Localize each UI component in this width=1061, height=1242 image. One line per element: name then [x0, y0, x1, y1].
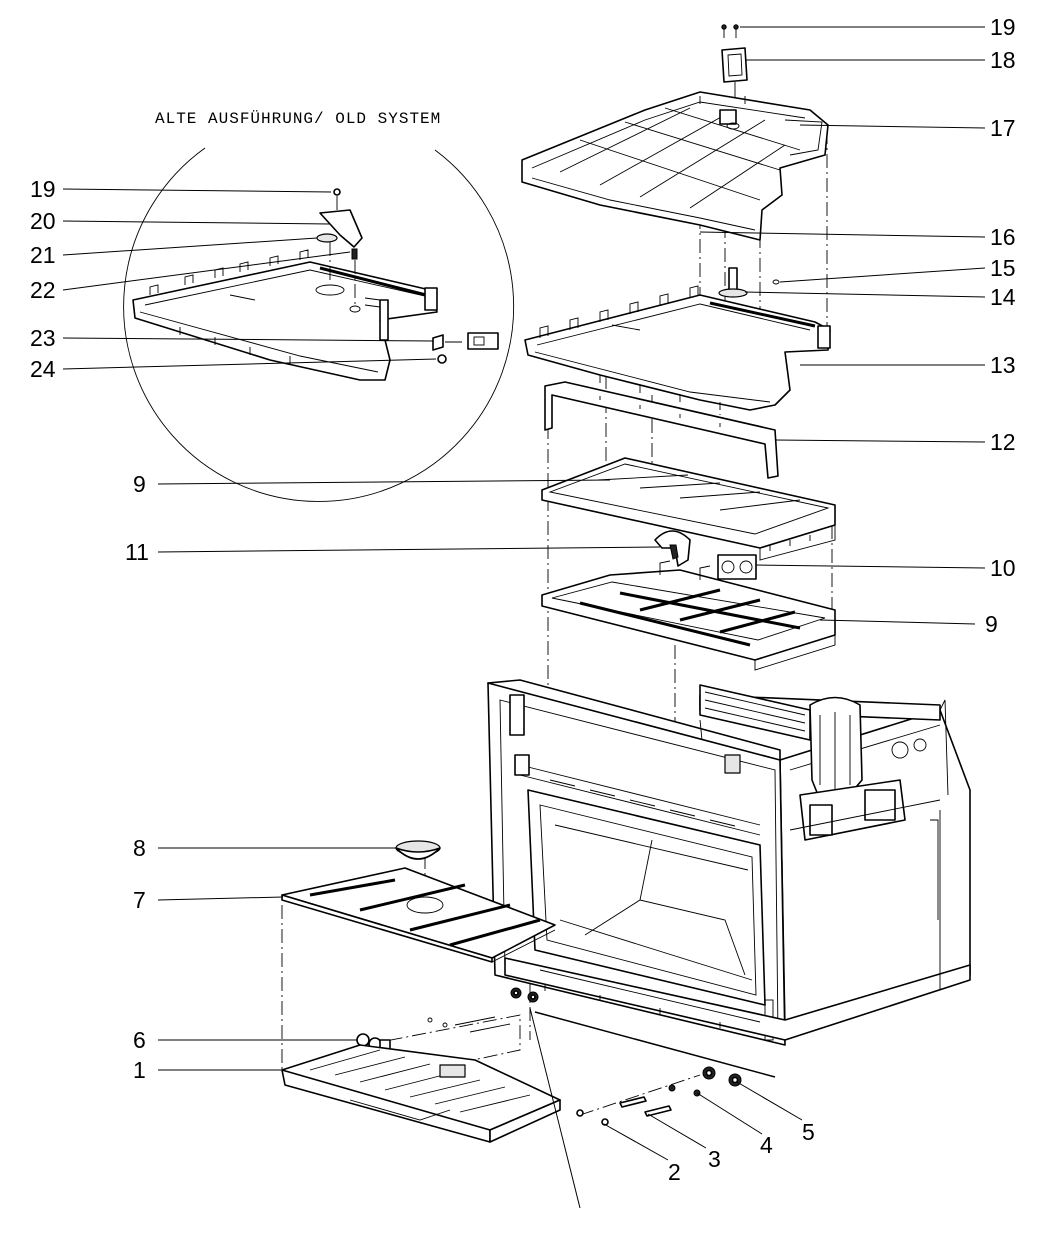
label-9-bottom: 9: [985, 611, 998, 637]
part-7-door: [281, 867, 556, 963]
part-15-screw: [772, 279, 780, 285]
inset-small-parts: [316, 188, 499, 364]
label-18: 18: [990, 47, 1016, 73]
label-16: 16: [990, 224, 1016, 250]
leader-lines: [157, 26, 986, 1161]
part-11-clip: [654, 530, 691, 567]
inset-label-21: 21: [30, 242, 56, 268]
label-17: 17: [990, 115, 1016, 141]
inset-label-20: 20: [30, 208, 56, 234]
label-6: 6: [133, 1027, 146, 1053]
label-10: 10: [990, 555, 1016, 581]
label-12: 12: [990, 429, 1016, 455]
inset-label-19: 19: [30, 176, 56, 202]
part-12-bracket: [544, 381, 779, 479]
old-system-inset: ALTE AUSFÜHRUNG/ OLD SYSTEM: [30, 109, 515, 502]
label-2: 2: [668, 1159, 681, 1185]
inset-washer-24: [437, 354, 447, 364]
label-9-top: 9: [133, 471, 146, 497]
label-5: 5: [802, 1119, 815, 1145]
part-17-top-cover: [521, 91, 829, 241]
inset-switch: [467, 332, 499, 350]
label-3: 3: [708, 1146, 721, 1172]
inset-bolt-22: [351, 248, 358, 260]
oven-body: [487, 679, 971, 1046]
part-2-washer: [576, 1109, 584, 1117]
inset-label-22: 22: [30, 277, 56, 303]
part-9-top-cover: [541, 457, 836, 561]
part-8-knob: [395, 840, 441, 860]
part-1-drawer: [281, 1044, 561, 1143]
part-9-bottom-tray: [541, 560, 836, 671]
inset-bracket-20: [319, 209, 363, 248]
inset-washer-21: [316, 233, 338, 243]
label-15: 15: [990, 255, 1016, 281]
label-11: 11: [125, 539, 149, 565]
part-3-bolt: [619, 1096, 647, 1108]
label-7: 7: [133, 887, 146, 913]
hinge-hardware-upper: [427, 987, 539, 1033]
part-19-screws: [721, 24, 739, 38]
part-18-switch: [721, 47, 748, 95]
part-10-bracket: [717, 554, 757, 580]
inset-label-23: 23: [30, 325, 56, 351]
label-14: 14: [990, 284, 1016, 310]
inset-tray: [132, 249, 438, 381]
label-1: 1: [133, 1057, 146, 1083]
inset-label-24: 24: [30, 356, 56, 382]
part-13-tray-frame: [524, 285, 831, 411]
label-13: 13: [990, 352, 1016, 378]
label-4: 4: [760, 1132, 773, 1158]
inset-title: ALTE AUSFÜHRUNG/ OLD SYSTEM: [155, 109, 441, 128]
inset-screw-19: [333, 188, 341, 196]
label-8: 8: [133, 835, 146, 861]
hinge-hardware-lower: [529, 1007, 776, 1209]
inset-circle: [123, 147, 515, 502]
label-19: 19: [990, 14, 1016, 40]
inset-pin-23: [432, 334, 444, 351]
